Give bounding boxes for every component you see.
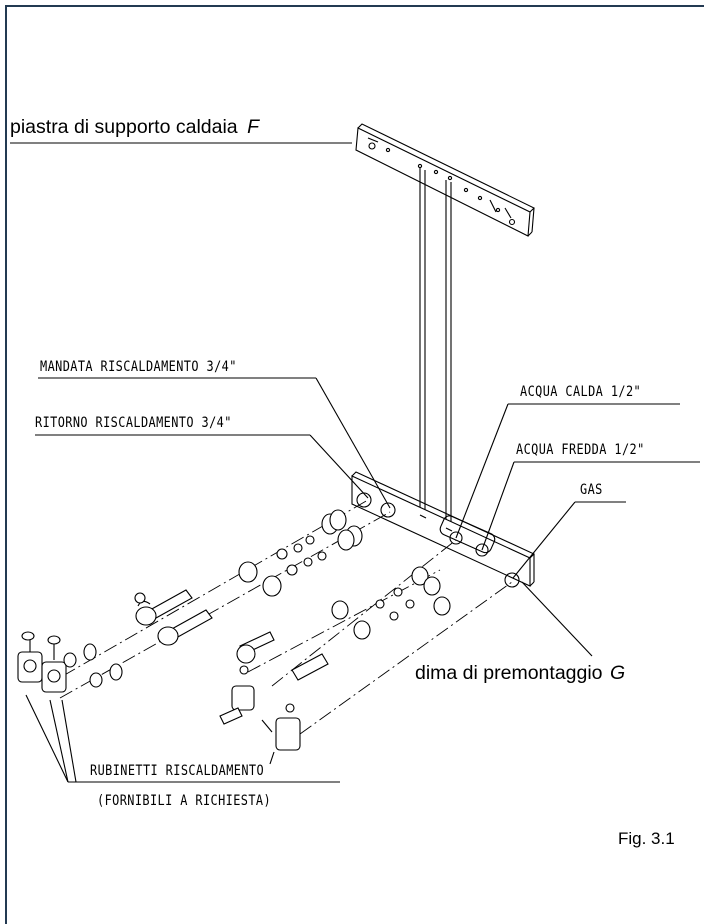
- premounting-template-G: [351, 471, 535, 588]
- template-letter: G: [609, 662, 626, 684]
- water-gas-fittings: [219, 566, 451, 765]
- support-plate-label: piastra di supporto caldaia F: [10, 116, 259, 138]
- template-label: dima di premontaggio G: [415, 662, 626, 684]
- center-lines: [41, 499, 513, 735]
- label-gas: GAS: [580, 482, 603, 498]
- support-plate-F: [355, 123, 535, 237]
- label-valves-line1: RUBINETTI RISCALDAMENTO: [90, 763, 265, 779]
- heating-fittings: [134, 509, 363, 646]
- figure-frame: [5, 5, 704, 924]
- spacer-posts: [419, 168, 452, 528]
- heating-valves: [17, 631, 123, 693]
- support-plate-text: piastra di supporto caldaia: [10, 116, 238, 138]
- label-hot-water: ACQUA CALDA 1/2": [520, 384, 642, 400]
- label-heating-flow: MANDATA RISCALDAMENTO 3/4": [40, 359, 237, 375]
- label-valves-line2: (FORNIBILI A RICHIESTA): [97, 793, 272, 809]
- support-plate-letter: F: [247, 116, 259, 138]
- figure-caption: Fig. 3.1: [618, 829, 675, 848]
- label-leaders: [25, 377, 700, 783]
- template-text: dima di premontaggio: [415, 662, 603, 684]
- label-heating-return: RITORNO RISCALDAMENTO 3/4": [35, 415, 232, 431]
- label-cold-water: ACQUA FREDDA 1/2": [516, 442, 645, 458]
